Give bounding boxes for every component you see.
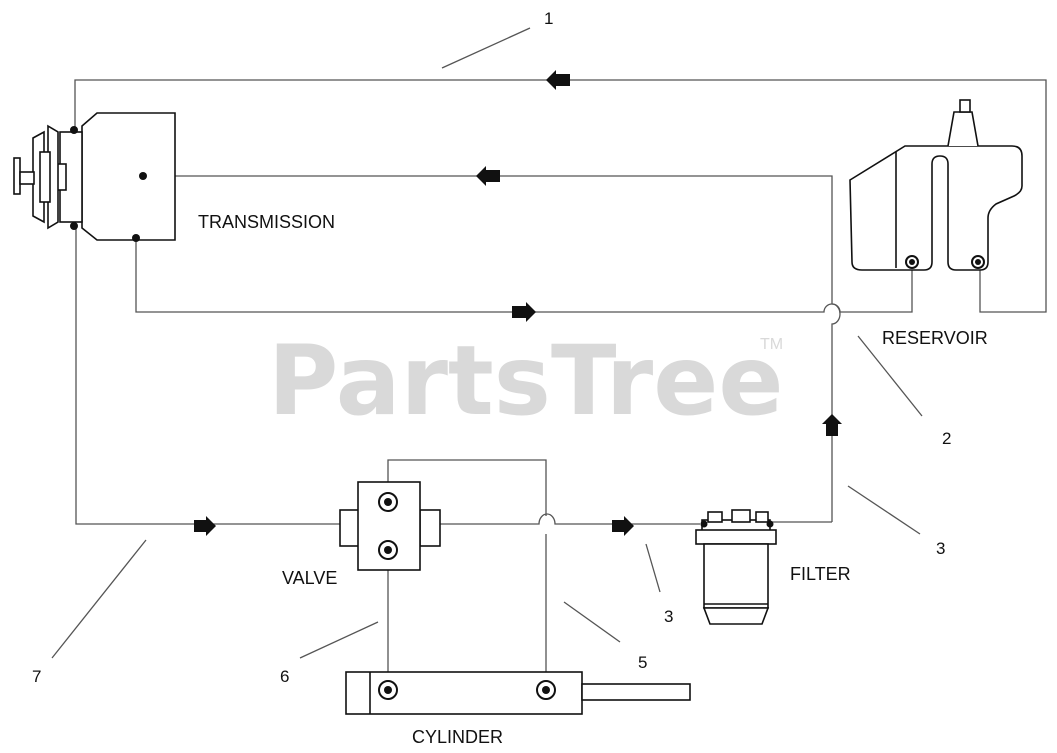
callout-5: 5 — [638, 653, 647, 672]
callout-2: 2 — [942, 429, 951, 448]
watermark-trademark: TM — [760, 336, 783, 353]
flow-arrow-reservoir-feed — [512, 302, 536, 322]
flow-arrow-transmission-feed — [476, 166, 500, 186]
leader-6 — [299, 621, 379, 659]
leader-2 — [857, 335, 923, 417]
callout-1: 1 — [544, 9, 553, 28]
flow-arrow-valve-in — [194, 516, 216, 536]
leader-7 — [51, 539, 147, 659]
filter-label: FILTER — [790, 564, 851, 584]
reservoir-label: RESERVOIR — [882, 328, 988, 348]
leader-5 — [563, 601, 621, 643]
leader-3a — [645, 543, 661, 593]
watermark-text: PartsTree — [268, 325, 783, 437]
transmission-label: TRANSMISSION — [198, 212, 335, 232]
callout-3a: 3 — [664, 607, 673, 626]
line-filter-riser — [831, 303, 841, 522]
valve-body — [339, 481, 441, 571]
callout-6: 6 — [280, 667, 289, 686]
leader-1 — [441, 27, 531, 69]
line-transmission-feed — [143, 175, 833, 304]
callout-3b: 3 — [936, 539, 945, 558]
line-cylinder-rod — [387, 459, 547, 516]
flow-arrow-top-return — [546, 70, 570, 90]
flow-arrow-filter-in — [612, 516, 634, 536]
cylinder-unit — [345, 671, 691, 715]
flow-arrow-filter-up — [822, 414, 842, 436]
line-valve-supply — [75, 226, 340, 525]
filter-unit — [695, 509, 777, 625]
reservoir-tank — [849, 99, 1023, 271]
line-top-return — [74, 79, 1047, 313]
line-valve-to-filter — [440, 513, 700, 525]
callout-7: 7 — [32, 667, 41, 686]
transmission-unit — [13, 112, 176, 242]
leader-3b — [847, 485, 921, 535]
valve-label: VALVE — [282, 568, 337, 588]
line-reservoir-feed — [135, 238, 913, 313]
cylinder-label: CYLINDER — [412, 727, 503, 747]
